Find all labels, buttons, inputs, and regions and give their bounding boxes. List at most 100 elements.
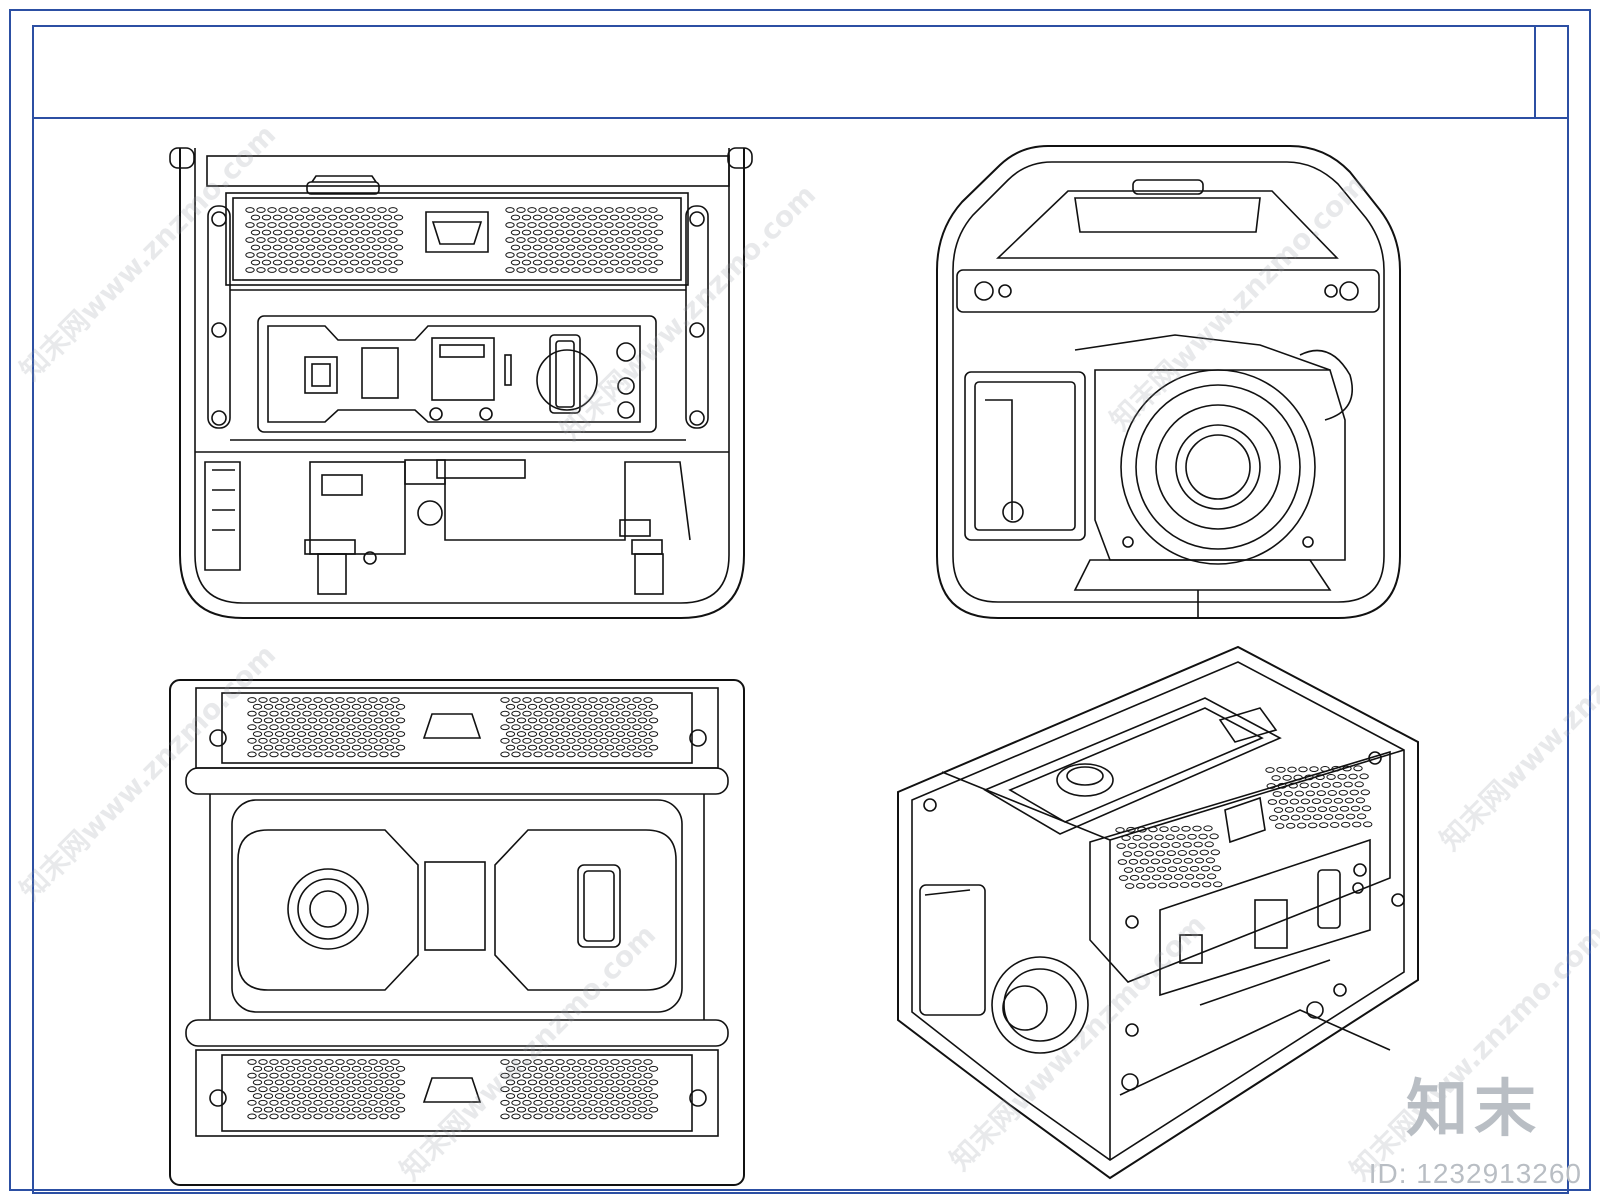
vent-hole — [362, 1093, 373, 1099]
vent-hole — [527, 252, 537, 258]
vent-hole — [346, 1113, 356, 1120]
vent-hole — [555, 1113, 565, 1120]
vent-hole — [316, 214, 327, 221]
vent-hole — [261, 259, 272, 266]
vent-hole — [637, 237, 647, 243]
vent-hole — [291, 1113, 301, 1120]
vent-hole — [587, 214, 598, 221]
vent-hole — [272, 229, 283, 236]
vent-hole — [615, 222, 625, 228]
vent-hole — [521, 244, 532, 251]
vent-hole — [1211, 865, 1222, 872]
vent-hole — [555, 751, 565, 758]
vent-hole — [1354, 781, 1364, 788]
vent-hole — [278, 267, 288, 273]
vent-hole — [587, 244, 598, 251]
vent-hole — [296, 1079, 307, 1086]
vent-hole — [245, 207, 255, 213]
vent-hole — [571, 717, 582, 724]
vent-hole — [379, 1099, 389, 1106]
vent-hole — [296, 717, 307, 724]
vent-hole — [318, 703, 329, 710]
vent-hole — [338, 214, 349, 221]
vent-hole — [1165, 834, 1175, 841]
vent-hole — [373, 703, 384, 710]
vent-hole — [604, 267, 614, 273]
vent-hole — [393, 259, 404, 266]
vent-hole — [637, 1106, 648, 1113]
vent-hole — [258, 751, 268, 758]
vent-hole — [388, 237, 398, 243]
vent-hole — [362, 717, 373, 724]
vent-hole — [511, 1072, 521, 1079]
vent-hole — [313, 710, 323, 717]
vent-hole — [1173, 874, 1184, 880]
vent-hole — [560, 1065, 571, 1072]
vent-hole — [1213, 881, 1223, 888]
vent-hole — [632, 1086, 642, 1093]
vent-hole — [544, 1086, 554, 1093]
vent-hole — [329, 1093, 340, 1099]
vent-hole — [357, 697, 367, 703]
vent-hole — [373, 1065, 384, 1072]
vent-hole — [533, 751, 543, 758]
vent-hole — [555, 1059, 565, 1065]
vent-hole — [544, 1113, 554, 1120]
vent-hole — [280, 1113, 290, 1120]
vent-hole — [505, 1093, 516, 1099]
vent-hole — [1143, 834, 1153, 841]
vent-hole — [599, 1099, 609, 1106]
vent-hole — [543, 259, 554, 266]
vent-hole — [1134, 866, 1145, 873]
vent-hole — [302, 1059, 312, 1065]
vent-hole — [1155, 850, 1166, 857]
top-vent-upper — [247, 697, 406, 1120]
vent-hole — [500, 1059, 510, 1065]
vent-hole — [571, 1079, 582, 1086]
vent-hole — [1339, 805, 1350, 812]
vent-hole — [505, 237, 515, 243]
vent-hole — [285, 1093, 296, 1099]
vent-hole — [280, 710, 290, 717]
vent-hole — [340, 1106, 351, 1113]
vent-hole — [511, 710, 521, 717]
vent-hole — [324, 697, 334, 703]
vent-hole — [626, 1093, 637, 1099]
vent-hole — [305, 214, 316, 221]
vent-hole — [346, 1059, 356, 1065]
vent-hole — [511, 1059, 521, 1065]
vent-hole — [626, 1065, 637, 1072]
vent-hole — [395, 731, 406, 737]
vent-hole — [340, 744, 351, 751]
vent-hole — [269, 1099, 279, 1106]
vent-hole — [388, 207, 398, 213]
vent-hole — [355, 267, 365, 273]
vent-hole — [620, 214, 631, 221]
vent-hole — [566, 1086, 576, 1093]
vent-hole — [500, 697, 510, 703]
vent-hole — [245, 222, 255, 228]
vent-hole — [377, 252, 387, 258]
vent-hole — [620, 244, 631, 251]
vent-hole — [516, 703, 527, 710]
brand-logo: 知末 — [1405, 1072, 1542, 1145]
vent-hole — [632, 697, 642, 703]
vent-hole — [642, 229, 653, 236]
vent-hole — [527, 1065, 538, 1072]
vent-hole — [554, 229, 565, 236]
vent-hole — [610, 697, 620, 703]
vent-hole — [256, 207, 266, 213]
vent-hole — [643, 1072, 653, 1079]
vent-hole — [544, 1072, 554, 1079]
vent-hole — [263, 1106, 274, 1113]
vent-hole — [274, 1065, 285, 1072]
vent-hole — [291, 1086, 301, 1093]
vent-hole — [379, 1086, 389, 1093]
vent-hole — [245, 252, 255, 258]
vent-hole — [1316, 790, 1327, 797]
vent-hole — [274, 1093, 285, 1099]
vent-hole — [598, 229, 609, 236]
vent-hole — [637, 731, 648, 737]
vent-hole — [379, 1059, 389, 1065]
vent-hole — [620, 259, 631, 266]
